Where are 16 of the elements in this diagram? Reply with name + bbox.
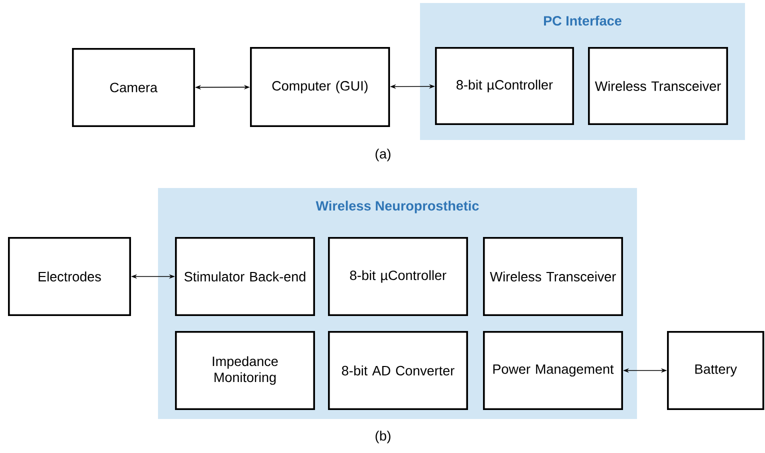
block-box: 8-bit AD Converter bbox=[328, 331, 468, 410]
block-box: Impedance Monitoring bbox=[175, 331, 315, 410]
block-box: Stimulator Back-end bbox=[175, 237, 315, 316]
block-box: Battery bbox=[667, 331, 764, 410]
block-box: Camera bbox=[72, 48, 195, 127]
block-box: Wireless Transceiver bbox=[588, 47, 728, 125]
block-box: 8-bit µController bbox=[435, 47, 574, 125]
block-box: 8-bit µController bbox=[328, 237, 468, 316]
panel-heading: Wireless Neuroprosthetic bbox=[316, 200, 479, 214]
block-box: Electrodes bbox=[8, 237, 131, 316]
block-box: Wireless Transceiver bbox=[483, 237, 623, 316]
block-box: Computer (GUI) bbox=[250, 47, 390, 127]
panel-heading: PC Interface bbox=[544, 16, 622, 26]
panel-label: (b) bbox=[376, 430, 390, 444]
panel-label: (a) bbox=[376, 148, 390, 162]
block-box: Power Management bbox=[483, 331, 623, 410]
